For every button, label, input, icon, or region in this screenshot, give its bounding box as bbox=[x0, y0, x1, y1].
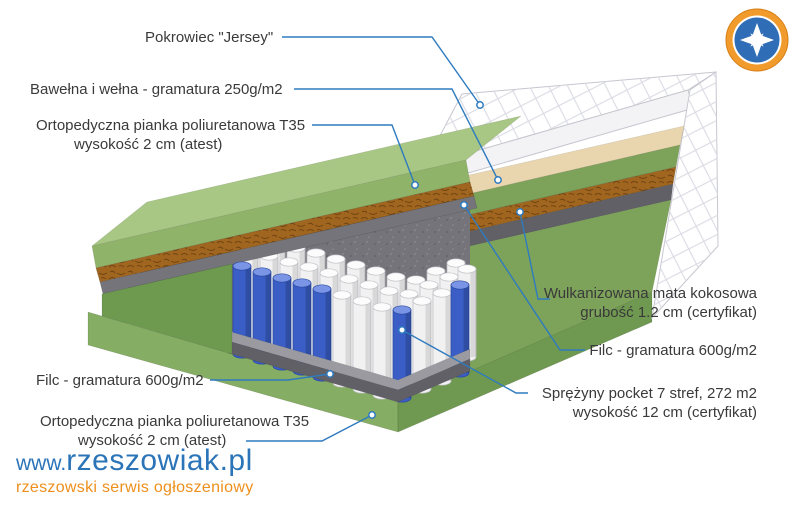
leader-line-foam-top bbox=[312, 124, 416, 186]
leader-line-coco-mat bbox=[519, 211, 550, 300]
logo-badge bbox=[725, 8, 789, 72]
watermark-site: www.rzeszowiak.pl bbox=[16, 444, 254, 478]
leader-line-cotton-wool bbox=[294, 88, 499, 181]
leader-lines bbox=[210, 36, 585, 442]
leader-dots bbox=[326, 101, 524, 419]
layer-cover bbox=[423, 71, 719, 320]
leader-line-felt-left bbox=[210, 373, 331, 381]
label-cotton-wool: Bawełna i wełna - gramatura 250g/m2 bbox=[30, 81, 283, 98]
leader-line-springs bbox=[401, 329, 528, 394]
layer-felt-band-left bbox=[99, 195, 478, 295]
watermark-tld: .pl bbox=[219, 444, 253, 477]
leader-line-foam-bottom bbox=[246, 414, 373, 442]
label-felt-left: Filc - gramatura 600g/m2 bbox=[36, 372, 204, 389]
label-springs: Sprężyny pocket 7 stref, 272 m2 wysokość… bbox=[541, 385, 757, 421]
watermark-www: www. bbox=[16, 452, 67, 475]
label-cover: Pokrowiec "Jersey" bbox=[145, 29, 274, 46]
watermark: www.rzeszowiak.pl rzeszowski serwis ogło… bbox=[16, 444, 254, 497]
leader-line-cover bbox=[282, 36, 481, 106]
label-foam-bottom: Ortopedyczna pianka poliuretanowa T35 wy… bbox=[40, 413, 310, 449]
layer-foam-top bbox=[91, 115, 522, 269]
watermark-tagline: rzeszowski serwis ogłoszeniowy bbox=[16, 479, 254, 496]
label-foam-top: Ortopedyczna pianka poliuretanowa T35 wy… bbox=[36, 117, 306, 153]
label-felt-right: Filc - gramatura 600g/m2 bbox=[589, 342, 757, 359]
watermark-name: rzeszowiak bbox=[66, 444, 220, 477]
label-coco-mat: Wulkanizowana mata kokosowa grubość 1.2 … bbox=[543, 285, 757, 321]
leader-line-felt-right bbox=[463, 204, 585, 351]
side-foam-left bbox=[101, 263, 233, 355]
